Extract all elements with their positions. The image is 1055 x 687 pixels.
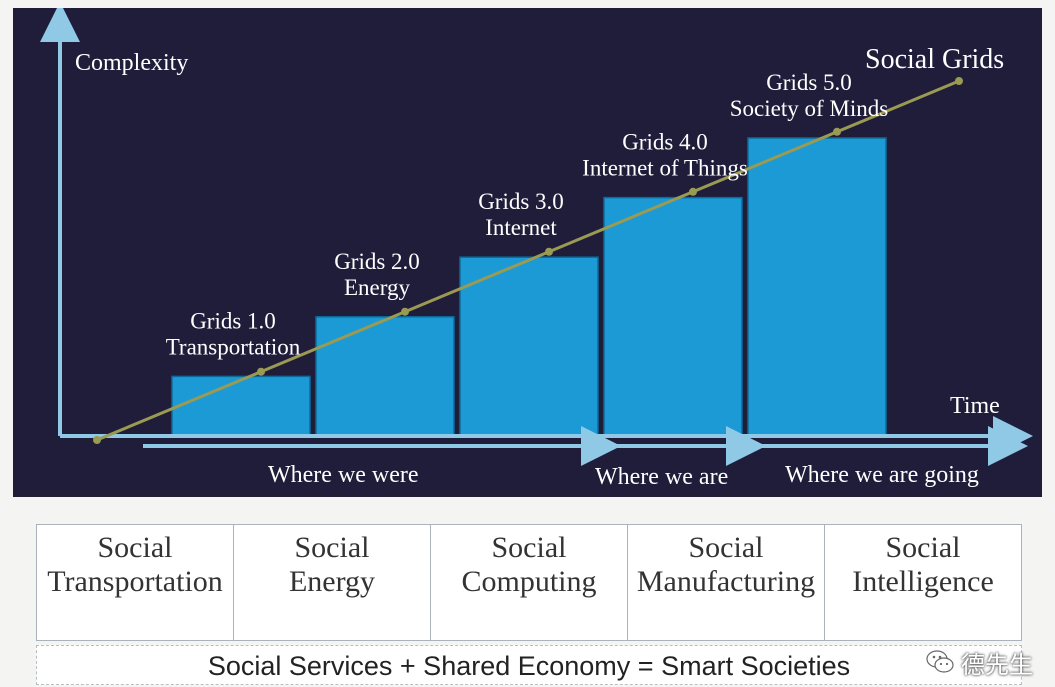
footer-equation: Social Services + Shared Economy = Smart… [36,645,1022,685]
cell-line1: Social [688,531,764,564]
stage-subtitle: Energy [344,275,411,300]
table-cell-manufacturing: Social Manufacturing [628,525,825,640]
cell-line2: Intelligence [852,565,994,598]
stage-bar [459,256,599,437]
trend-line [96,79,960,442]
trend-point [93,436,101,444]
stage-bar [171,375,311,437]
y-axis-label: Complexity [75,50,188,76]
wechat-icon [926,650,954,673]
phase-label-future: Where we are going [785,462,979,488]
trend-line-group [93,77,963,444]
stage-subtitle: Internet [485,215,557,240]
stage-bar [747,137,887,437]
cell-line2: Energy [288,565,376,598]
trend-point [545,247,553,256]
stage-name: Grids 4.0 [622,130,708,155]
phase-label-present: Where we are [595,464,728,490]
cell-line2: Computing [461,565,597,598]
watermark-text: 德先生 [961,650,1033,679]
trend-point [689,187,697,196]
table-cell-intelligence: Social Intelligence [825,525,1021,640]
social-domains-table: Social Transportation Social Energy Soci… [36,524,1022,641]
table-cell-energy: Social Energy [234,525,431,640]
stage-bar [603,196,743,437]
phase-label-past: Where we were [268,462,419,488]
stage-subtitle: Transportation [166,334,301,359]
x-axis-label: Time [950,393,1000,419]
cell-line2: Transportation [47,565,223,598]
cell-line1: Social [294,531,370,564]
stage-name: Grids 5.0 [766,70,852,95]
cell-line1: Social [491,531,567,564]
stage-name: Grids 1.0 [190,308,276,333]
social-grids-diagram: Complexity Time Social Grids Where we we… [40,8,1033,490]
stage-bars [171,137,887,437]
stage-subtitle: Society of Minds [730,96,888,121]
cell-line2: Manufacturing [636,565,816,598]
stage-subtitle: Internet of Things [582,156,748,181]
table-cell-transportation: Social Transportation [37,525,234,640]
stage-name: Grids 2.0 [334,249,420,274]
cell-line1: Social [97,531,173,564]
trend-point [401,307,409,316]
stage-name: Grids 3.0 [478,189,564,214]
trend-point [257,367,265,376]
table-cell-computing: Social Computing [431,525,628,640]
trend-point [955,77,963,85]
footer-text: Social Services + Shared Economy = Smart… [207,651,851,681]
trend-label: Social Grids [865,44,1004,75]
watermark: 德先生 [925,642,1050,682]
stage-bar [315,316,455,437]
diagram-panel: Complexity Time Social Grids Where we we… [13,8,1042,497]
cell-line1: Social [885,531,961,564]
trend-point [833,127,841,136]
